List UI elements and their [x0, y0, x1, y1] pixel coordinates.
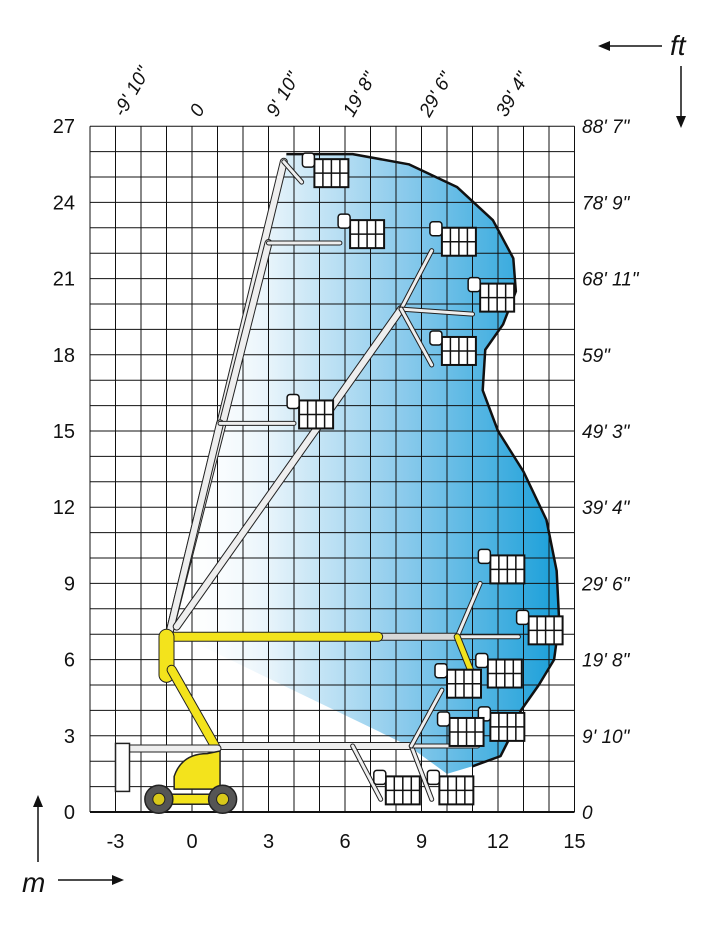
envelope-fill	[166, 154, 560, 774]
y-tick-label-ft: 19' 8"	[582, 651, 631, 672]
y-tick-label-ft: 88' 7"	[582, 117, 631, 138]
machine-positions	[114, 152, 564, 815]
control-box	[475, 652, 489, 669]
x-tick-label-m: 9	[416, 831, 427, 853]
platform-basket	[429, 220, 477, 257]
stowed-basket	[114, 742, 131, 793]
platform-basket	[475, 652, 523, 689]
m-unit-indicator: m	[22, 795, 124, 898]
y-tick-label-ft: 9' 10"	[582, 727, 631, 748]
y-tick-label-ft: 78' 9"	[582, 193, 631, 214]
x-tick-label-ft: 39' 4"	[492, 68, 534, 121]
jib-low-down-2	[409, 744, 434, 801]
boom-mid	[166, 420, 224, 638]
y-tick-label-m: 18	[53, 345, 75, 367]
control-box	[477, 548, 492, 565]
y-tick-label-ft: 0	[582, 803, 593, 824]
boom-outreach-high	[173, 306, 405, 630]
y-tick-label-m: 12	[53, 497, 75, 519]
platform-basket	[373, 769, 421, 806]
control-box	[301, 152, 316, 168]
x-tick-label-ft: 0	[186, 100, 210, 120]
y-tick-label-m: 21	[53, 269, 75, 291]
control-box	[286, 393, 300, 410]
y-tick-label-m: 0	[64, 802, 75, 824]
chassis-body	[173, 750, 221, 790]
x-tick-label-ft: 19' 8"	[339, 68, 381, 121]
platform-basket	[477, 548, 526, 585]
platform-basket	[467, 276, 516, 313]
ft-unit-label: ft	[670, 30, 687, 61]
control-box	[373, 769, 387, 786]
control-box	[429, 220, 443, 237]
jib-low-up	[409, 688, 444, 748]
jib-low-down	[351, 744, 383, 801]
y-tick-label-ft: 29' 6"	[581, 574, 631, 595]
platform-basket	[426, 769, 475, 806]
y-tick-label-ft: 68' 11"	[582, 270, 640, 291]
platform-basket	[436, 711, 485, 747]
m-unit-label: m	[22, 867, 45, 898]
platform-basket	[477, 706, 526, 742]
y-tick-label-m: 9	[64, 573, 75, 595]
platform-basket	[301, 152, 350, 189]
x-tick-label-m: 3	[263, 831, 274, 853]
jib-max-outreach-up	[455, 581, 482, 639]
x-tick-label-m: 15	[563, 831, 585, 853]
left-arrowhead-icon	[598, 41, 610, 51]
jib-outreach	[399, 307, 434, 367]
platform-basket	[286, 393, 335, 430]
control-box	[429, 330, 443, 346]
platform-basket	[337, 213, 386, 250]
wheel-hub-icon	[216, 792, 230, 806]
jib-top	[282, 160, 304, 184]
up-arrowhead-icon	[33, 795, 43, 807]
down-arrowhead-icon	[676, 116, 686, 128]
x-tick-label-ft: 9' 10"	[263, 68, 305, 121]
y-tick-label-m: 24	[53, 192, 75, 214]
y-tick-label-ft: 39' 4"	[582, 498, 631, 519]
jib-outreach	[399, 249, 434, 311]
wheel-hub-icon	[152, 792, 166, 806]
control-box	[467, 276, 481, 293]
platform-basket	[515, 609, 564, 646]
x-tick-label-m: 0	[186, 831, 197, 853]
ft-unit-indicator: ft	[598, 30, 687, 128]
control-box	[337, 213, 351, 229]
platform-basket	[434, 662, 482, 699]
riser-boom	[167, 665, 219, 750]
x-tick-label-m: -3	[107, 831, 125, 853]
control-box	[436, 711, 451, 727]
control-box	[434, 662, 448, 679]
control-box	[426, 769, 441, 786]
y-tick-label-m: 3	[64, 726, 75, 748]
jib-outreach	[399, 307, 474, 316]
x-tick-label-ft: 29' 6"	[415, 68, 458, 121]
x-tick-label-m: 12	[487, 831, 509, 853]
y-tick-label-m: 15	[53, 421, 75, 443]
y-tick-label-m: 6	[64, 650, 75, 672]
grid	[89, 125, 575, 813]
y-tick-label-ft: 49' 3"	[582, 422, 631, 443]
y-tick-label-ft: 59"	[582, 346, 611, 367]
platform-basket	[429, 330, 477, 366]
x-tick-label-ft: -9' 10"	[110, 62, 156, 120]
x-tick-label-m: 6	[339, 831, 350, 853]
right-arrowhead-icon	[112, 875, 124, 885]
y-tick-label-m: 27	[53, 116, 75, 138]
control-box	[515, 609, 530, 626]
